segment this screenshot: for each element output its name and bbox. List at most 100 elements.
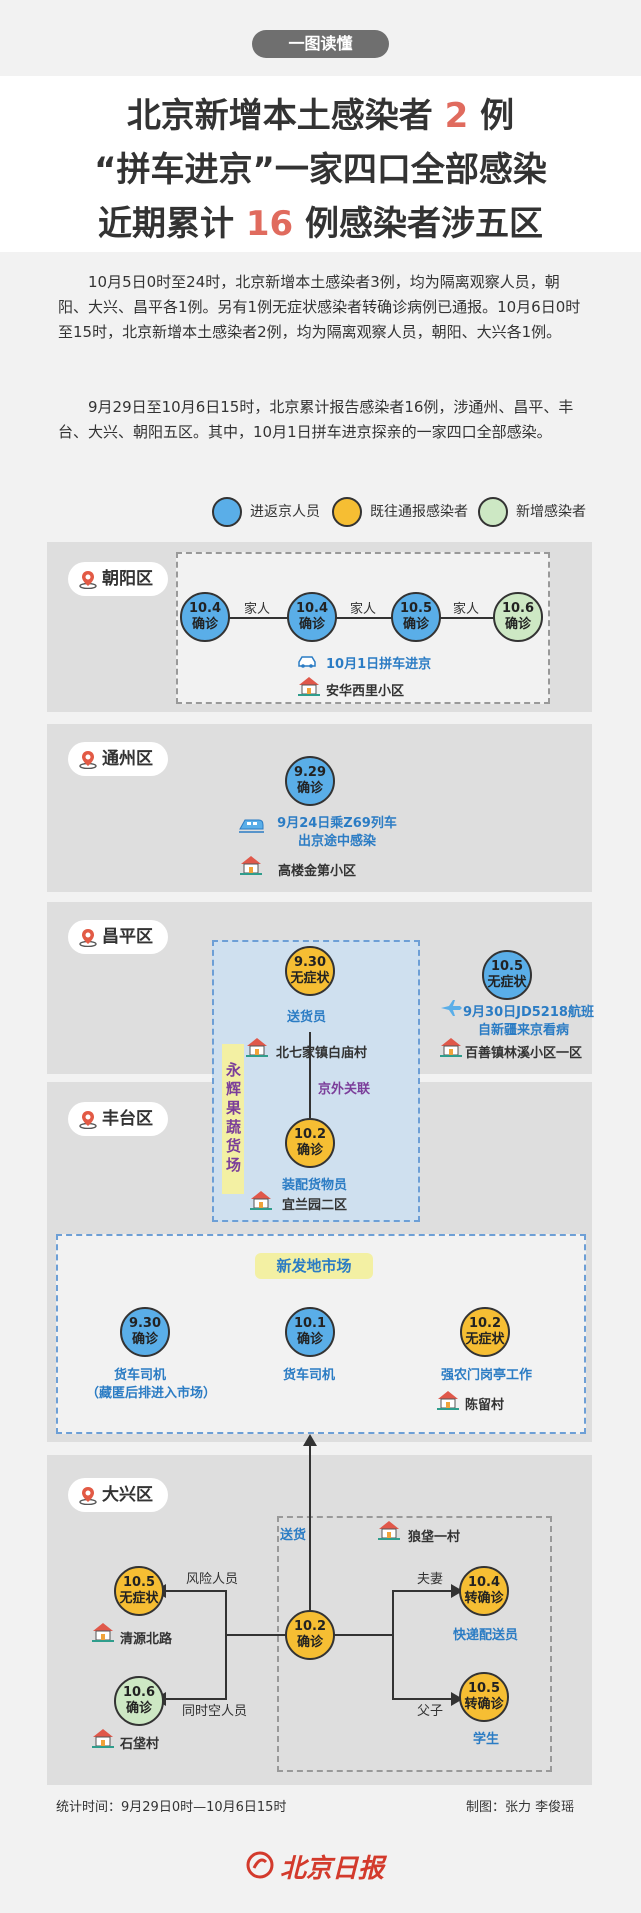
daxing-right-bottom-link [393,1698,455,1700]
intro-paragraph-1: 10月5日0时至24时，北京新增本土感染者3例，均为隔离观察人员，朝阳、大兴、昌… [58,273,581,341]
xinfadi-title: 新发地市场 [255,1253,373,1279]
daxing-right-bottom-role: 学生 [473,1732,500,1747]
edge-label-family-3: 家人 [453,602,480,617]
title-block: 北京新增本土感染者 2 例 “拼车进京”一家四口全部感染 近期累计 16 例感染… [0,76,641,252]
title-line-3: 近期累计 16 例感染者涉五区 [97,204,543,244]
changping-place-b: 百善镇林溪小区一区 [465,1046,583,1061]
daxing-right-top-role: 快递配送员 [453,1628,519,1643]
airplane-icon [441,1000,462,1016]
changping-place-a: 北七家镇白庙村 [276,1046,368,1061]
chaoyang-travel: 10月1日拼车进京 [326,657,432,672]
title-line-2: “拼车进京”一家四口全部感染 [94,150,547,190]
legend-yellow-dot [332,497,362,527]
district-daxing: 大兴区 [68,1478,168,1512]
beijing-daily-logo-icon [246,1851,274,1879]
location-pin-icon [78,749,98,769]
changping-travel-2: 自新疆来京看病 [478,1023,570,1038]
legend-green-label: 新增感染者 [516,504,586,520]
stat-time: 统计时间：9月29日0时—10月6日15时 [56,1800,287,1815]
residence-icon [298,676,320,696]
changping-travel-1: 9月30日JD5218航班 [463,1005,594,1020]
residence-icon [246,1037,268,1057]
residence-icon [240,855,262,875]
legend-green-dot [478,497,508,527]
xinfadi-role-2: 货车司机 [283,1368,336,1383]
yonghui-market-label: 永辉果蔬货场 [222,1044,244,1194]
fengtai-role: 装配货物员 [282,1178,348,1193]
daxing-place-top: 狼垡一村 [408,1530,461,1545]
link-label-outside-beijing: 京外关联 [318,1082,371,1097]
arrow-right-icon [451,1584,463,1598]
daxing-delivery-label: 送货 [280,1528,307,1543]
yonghui-market-box [212,940,420,1222]
rel-spouse: 夫妻 [417,1572,444,1587]
tongzhou-travel-1: 9月24日乘Z69列车 [277,816,397,831]
daxing-left-vline [225,1590,227,1700]
rel-same-spacetime: 同时空人员 [182,1704,248,1719]
legend-blue-label: 进返京人员 [250,504,320,520]
train-icon [239,819,264,833]
tongzhou-place: 高楼金第小区 [278,864,357,879]
residence-icon [378,1520,400,1540]
fengtai-place: 宜兰园二区 [282,1198,348,1213]
residence-icon [250,1190,272,1210]
brand-name: 北京日报 [280,1854,385,1884]
daxing-left-top-link [160,1590,226,1592]
daxing-right-vline [392,1590,394,1700]
chaoyang-family-line [205,617,515,619]
location-pin-icon [78,569,98,589]
xinfadi-role-3: 强农门岗亭工作 [441,1368,533,1383]
edge-label-family-1: 家人 [244,602,271,617]
tongzhou-travel-2: 出京途中感染 [297,834,376,849]
xinfadi-place: 陈留村 [465,1398,505,1413]
title-line-1: 北京新增本土感染者 2 例 [126,96,515,136]
legend-yellow-label: 既往通报感染者 [370,504,468,520]
intro-paragraph-2: 9月29日至10月6日15时，北京累计报告感染者16例，涉通州、昌平、丰台、大兴… [58,398,574,441]
daxing-left-bottom-place: 石垡村 [120,1737,160,1752]
rel-father-son: 父子 [417,1704,444,1719]
edge-label-family-2: 家人 [350,602,377,617]
changping-role: 送货员 [287,1010,327,1025]
daxing-left-top-place: 清源北路 [120,1632,173,1647]
arrow-up-icon [303,1434,317,1446]
daxing-family-box [277,1516,552,1772]
district-changping: 昌平区 [68,920,168,954]
residence-icon [440,1037,462,1057]
location-pin-icon [78,1109,98,1129]
residence-icon [92,1728,114,1748]
district-fengtai: 丰台区 [68,1102,168,1136]
daxing-left-bottom-link [160,1698,226,1700]
chaoyang-family-box [176,552,550,704]
daxing-right-top-link [393,1590,455,1592]
rel-risk-person: 风险人员 [186,1572,239,1587]
header-tag: 一图读懂 [252,30,389,58]
residence-icon [92,1622,114,1642]
delivery-arrow-line [309,1442,311,1628]
arrow-right-icon [451,1692,463,1706]
district-chaoyang: 朝阳区 [68,562,168,596]
chaoyang-place: 安华西里小区 [326,684,405,699]
changping-fengtai-link [309,1032,311,1118]
legend-blue-dot [212,497,242,527]
location-pin-icon [78,1485,98,1505]
district-tongzhou: 通州区 [68,742,168,776]
xinfadi-note-1: （藏匿后排进入市场） [86,1386,217,1401]
residence-icon [437,1390,459,1410]
xinfadi-role-1: 货车司机 [114,1368,167,1383]
